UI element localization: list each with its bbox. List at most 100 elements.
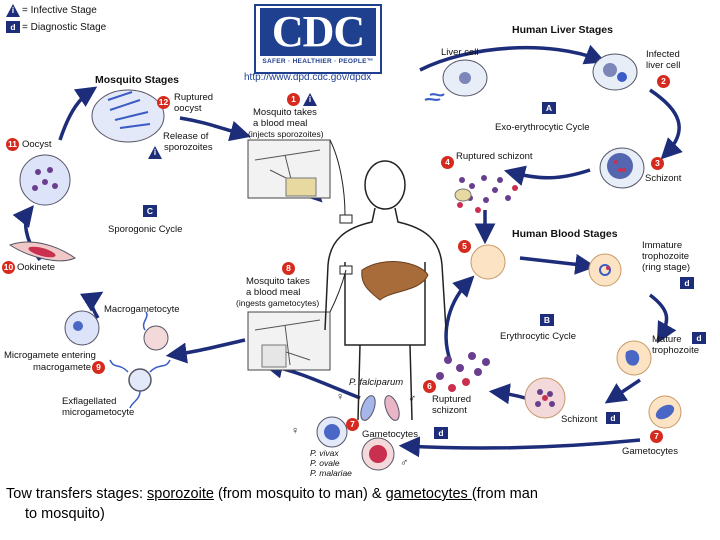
stage-4-number: 4 — [441, 156, 454, 169]
mature-trophozoite-diagnostic-icon: d — [692, 332, 706, 344]
caption-sporozoite: sporozoite — [147, 486, 214, 502]
human-blood-stages-header: Human Blood Stages — [512, 228, 618, 240]
stage-3-number: 3 — [651, 157, 664, 170]
sporogonic-cycle-marker: C — [143, 205, 157, 217]
caption-post2: to mosquito) — [25, 506, 105, 522]
release-sporozoites-line1: Release of — [163, 131, 209, 142]
p-malariae-label: P. malariae — [310, 468, 352, 478]
stage-12-line1: Ruptured — [174, 92, 214, 103]
malaria-lifecycle-diagram — [8, 44, 683, 471]
blood-schizont-icon — [524, 377, 566, 419]
mosquito-stages-header: Mosquito Stages — [95, 74, 180, 86]
liver-icon — [361, 261, 429, 301]
female-symbol-icon: ♀ — [336, 391, 345, 403]
gametocytes-left-label: Gametocytes — [362, 429, 418, 440]
macrogametocyte-icon — [64, 310, 100, 346]
red-blood-cell-icon — [470, 244, 506, 280]
release-sporozoites-line2: sporozoites — [164, 142, 213, 153]
male-symbol-icon: ♂ — [408, 393, 417, 405]
cdc-logo: CDC SAFER · HEALTHIER · PEOPLE™ — [254, 4, 382, 74]
stage-5-number: 5 — [458, 240, 471, 253]
legend-diagnostic-label: = Diagnostic Stage — [22, 22, 107, 33]
immature-trophozoite-line2: trophozoite — [642, 251, 690, 262]
stage-6-line1: Ruptured — [432, 394, 472, 405]
p-falciparum-label: P. falciparum — [349, 377, 404, 388]
stage-7-right-number: 7 — [650, 430, 663, 443]
stage-12-line2: oocyst — [174, 103, 202, 114]
immature-trophozoite-line3: (ring stage) — [642, 262, 691, 273]
human-liver-stages-header: Human Liver Stages — [512, 24, 613, 36]
gametocytes-right-icon — [648, 395, 682, 429]
stage-8-line2: a blood meal — [246, 287, 301, 298]
stage-10-number: 10 — [2, 261, 15, 274]
ookinete-icon — [8, 241, 76, 262]
stage-4-label: Ruptured schizont — [456, 151, 533, 162]
human-figure — [324, 160, 447, 421]
sporogonic-cycle-label: Sporogonic Cycle — [108, 224, 183, 235]
stage-9-line2: macrogamete — [33, 362, 92, 373]
immature-trophozoite-diagnostic-icon: d — [680, 277, 694, 289]
erythrocytic-cycle-marker: B — [540, 314, 554, 326]
liver-cell-label: Liver cell — [441, 47, 479, 58]
stage-2-number: 2 — [657, 75, 670, 88]
stage-3-label: Schizont — [645, 173, 682, 184]
stage-1-number: 1 — [287, 93, 300, 106]
stage-11-number: 11 — [6, 138, 19, 151]
ruptured-schizont-blood-icon — [436, 352, 490, 392]
macrogametocyte-label: Macrogametocyte — [104, 304, 180, 315]
mature-trophozoite-line1: Mature — [652, 334, 682, 345]
stage-1-line3: (injects sporozoites) — [248, 129, 324, 139]
exflagellated-microgametocyte-icon — [109, 359, 171, 409]
exflagellated-line1: Exflagellated — [62, 396, 117, 407]
caption-mid: (from mosquito to man) & — [213, 486, 386, 502]
stage-9-number: 9 — [92, 361, 105, 374]
liver-cell-icon — [424, 59, 488, 101]
ruptured-schizont-liver-icon — [454, 175, 518, 213]
other-species-gametocytes-icon — [316, 416, 395, 471]
cdc-url: http://www.dpd.cdc.gov/dpdx — [244, 72, 372, 83]
exo-cycle-label: Exo-erythrocytic Cycle — [495, 122, 590, 133]
stage-1-line1: Mosquito takes — [253, 107, 317, 118]
stage-8-line3: (ingests gametocytes) — [236, 298, 320, 308]
caption: Tow transfers stages: sporozoite (from m… — [6, 484, 714, 524]
oocyst-icon — [19, 154, 71, 206]
cdc-logo-text: CDC — [260, 8, 376, 56]
infected-liver-cell-icon — [592, 53, 638, 91]
diagnostic-stage-marker-icon: d — [6, 21, 20, 33]
liver-schizont-icon — [599, 147, 645, 189]
gametocytes-right-label: Gametocytes — [622, 446, 678, 457]
female-symbol-left-icon: ♀ — [291, 425, 300, 437]
exo-cycle-marker: A — [542, 102, 556, 114]
falciparum-gametocytes-icon — [360, 395, 400, 421]
blood-schizont-label: Schizont — [561, 414, 598, 425]
stage-6-line2: schizont — [432, 405, 467, 416]
stage-11-label: Oocyst — [22, 139, 52, 150]
ruptured-oocyst-icon — [91, 89, 165, 143]
stage-7-left-number: 7 — [346, 418, 359, 431]
ring-stage-trophozoite-icon — [588, 253, 622, 287]
stage-8-line1: Mosquito takes — [246, 276, 310, 287]
immature-trophozoite-line1: Immature — [642, 240, 683, 251]
p-ovale-label: P. ovale — [310, 458, 340, 468]
stage-8-number: 8 — [282, 262, 295, 275]
microgamete-entering-icon — [142, 311, 169, 351]
stage-1-line2: a blood meal — [253, 118, 308, 129]
stage-2-line2: liver cell — [646, 60, 681, 71]
erythrocytic-cycle-label: Erythrocytic Cycle — [500, 331, 577, 342]
blood-schizont-diagnostic-icon: d — [606, 412, 620, 424]
stage-9-line1: Microgamete entering — [4, 350, 96, 361]
exflagellated-line2: microgametocyte — [62, 407, 135, 418]
male-symbol-left-icon: ♂ — [400, 457, 409, 469]
stage-12-number: 12 — [157, 96, 170, 109]
p-vivax-label: P. vivax — [310, 448, 339, 458]
cdc-tagline: SAFER · HEALTHIER · PEOPLE™ — [262, 58, 374, 65]
stage-10-label: Ookinete — [17, 262, 56, 273]
caption-post1: (from man — [471, 486, 538, 502]
stage-2-line1: Infected — [646, 49, 680, 60]
mature-trophozoite-line2: trophozoite — [652, 345, 700, 356]
gametocytes-left-diagnostic-icon: d — [434, 427, 448, 439]
stage-6-number: 6 — [423, 380, 436, 393]
legend-infective-label: = Infective Stage — [22, 5, 97, 16]
caption-pre: Tow transfers stages: — [6, 486, 148, 502]
caption-gametocytes: gametocytes — [385, 486, 472, 502]
